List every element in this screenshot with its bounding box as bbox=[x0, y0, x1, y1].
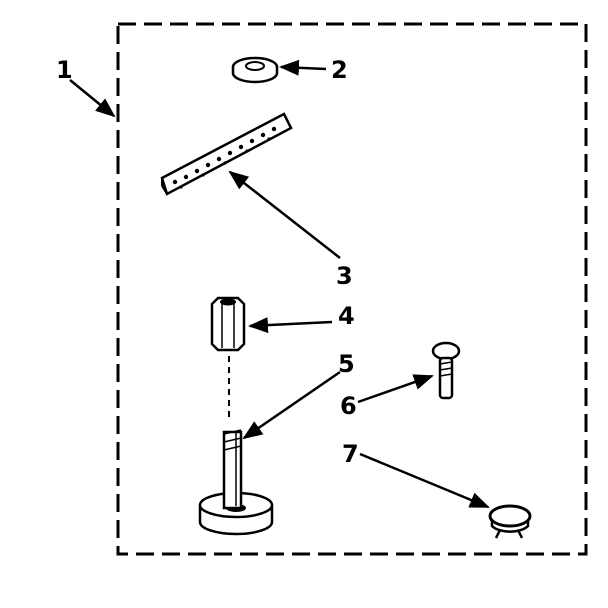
washer-part bbox=[231, 56, 279, 84]
callout-7: 7 bbox=[342, 440, 359, 468]
leader-5 bbox=[242, 370, 341, 440]
perforated-strap-part bbox=[160, 112, 293, 196]
kit-boundary bbox=[116, 22, 588, 556]
callout-2: 2 bbox=[331, 56, 348, 84]
callout-4: 4 bbox=[338, 302, 355, 330]
callout-5: 5 bbox=[338, 350, 355, 378]
callout-6: 6 bbox=[340, 392, 357, 420]
callout-3: 3 bbox=[336, 262, 353, 290]
leader-4 bbox=[248, 317, 333, 334]
leader-3 bbox=[228, 170, 341, 259]
leader-6 bbox=[357, 374, 434, 404]
leader-2 bbox=[279, 59, 327, 76]
callout-1: 1 bbox=[56, 56, 73, 84]
leader-7 bbox=[359, 452, 490, 509]
leveling-foot-part bbox=[198, 429, 274, 536]
leader-1 bbox=[69, 79, 116, 118]
hose-clamp-part bbox=[488, 504, 532, 539]
hex-nut-part bbox=[210, 296, 246, 352]
bolt-part bbox=[431, 341, 461, 400]
